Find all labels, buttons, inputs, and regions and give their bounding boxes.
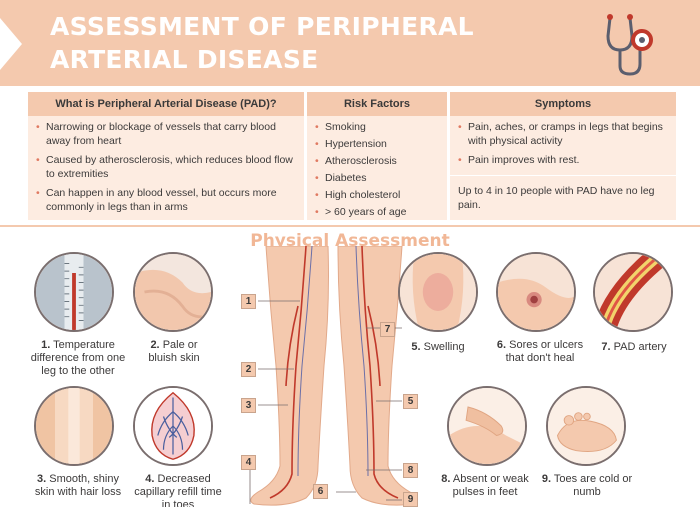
diagram-label-3: 3 [241, 398, 256, 413]
list-item: Can happen in any blood vessel, but occu… [36, 186, 298, 214]
symptoms-list: Pain, aches, or cramps in legs that begi… [458, 120, 670, 167]
page-title: ASSESSMENT OF PERIPHERAL ARTERIAL DISEAS… [50, 10, 590, 76]
symptoms-note: Up to 4 in 10 people with PAD have no le… [458, 185, 655, 211]
finding-caption-8: 8. Absent or weak pulses in feet [441, 473, 529, 498]
diagram-label-4: 4 [241, 455, 256, 470]
pad-artery-illustration [593, 252, 673, 332]
section-divider [0, 225, 700, 227]
diagram-label-6: 6 [313, 484, 328, 499]
stethoscope-icon [606, 14, 653, 76]
ulcer-illustration [496, 252, 576, 332]
diagram-label-5: 5 [403, 394, 418, 409]
column-what-is-pad: What is Peripheral Arterial Disease (PAD… [28, 92, 304, 220]
capillary-illustration [133, 386, 213, 466]
list-item: Hypertension [315, 137, 441, 151]
list-item: Pain, aches, or cramps in legs that begi… [458, 120, 670, 148]
list-item: Narrowing or blockage of vessels that ca… [36, 120, 298, 148]
info-table: What is Peripheral Arterial Disease (PAD… [28, 92, 676, 220]
finding-caption-9: 9. Toes are cold or numb [541, 473, 633, 498]
column-heading: Risk Factors [307, 92, 447, 116]
toes-illustration [546, 386, 626, 466]
header-banner: ASSESSMENT OF PERIPHERAL ARTERIAL DISEAS… [0, 0, 700, 86]
finding-caption-6: 6. Sores or ulcers that don't heal [496, 339, 584, 364]
finding-caption-3: 3. Smooth, shiny skin with hair loss [34, 473, 122, 498]
list-item: Smoking [315, 120, 441, 134]
title-line-1: ASSESSMENT OF PERIPHERAL [50, 12, 474, 41]
shiny-skin-illustration [34, 386, 114, 466]
column-risk-factors: Risk Factors Smoking Hypertension Athero… [307, 92, 447, 220]
column-heading: What is Peripheral Arterial Disease (PAD… [28, 92, 304, 116]
what-list: Narrowing or blockage of vessels that ca… [36, 120, 298, 214]
risk-list: Smoking Hypertension Atherosclerosis Dia… [315, 120, 441, 219]
header-notch [0, 18, 22, 70]
finding-caption-1: 1. Temperature difference from one leg t… [30, 339, 126, 377]
thermometer-illustration [34, 252, 114, 332]
column-heading: Symptoms [450, 92, 676, 116]
list-item: Pain improves with rest. [458, 153, 670, 167]
diagram-label-9: 9 [403, 492, 418, 507]
divider [450, 175, 676, 176]
finding-caption-4: 4. Decreased capillary refill time in to… [134, 473, 222, 507]
pale-skin-illustration [133, 252, 213, 332]
column-symptoms: Symptoms Pain, aches, or cramps in legs … [450, 92, 676, 220]
diagram-label-8: 8 [403, 463, 418, 478]
diagram-label-1: 1 [241, 294, 256, 309]
list-item: High cholesterol [315, 188, 441, 202]
list-item: > 60 years of age [315, 205, 441, 219]
list-item: Caused by atherosclerosis, which reduces… [36, 153, 298, 181]
diagram-label-7: 7 [380, 322, 395, 337]
pulse-check-illustration [447, 386, 527, 466]
finding-caption-5: 5. Swelling [411, 341, 465, 353]
list-item: Atherosclerosis [315, 154, 441, 168]
finding-caption-7: 7. PAD artery [601, 341, 667, 353]
list-item: Diabetes [315, 171, 441, 185]
title-line-2: ARTERIAL DISEASE [50, 45, 319, 74]
diagram-label-2: 2 [241, 362, 256, 377]
swelling-illustration [398, 252, 478, 332]
finding-caption-2: 2. Pale or bluish skin [148, 339, 200, 364]
